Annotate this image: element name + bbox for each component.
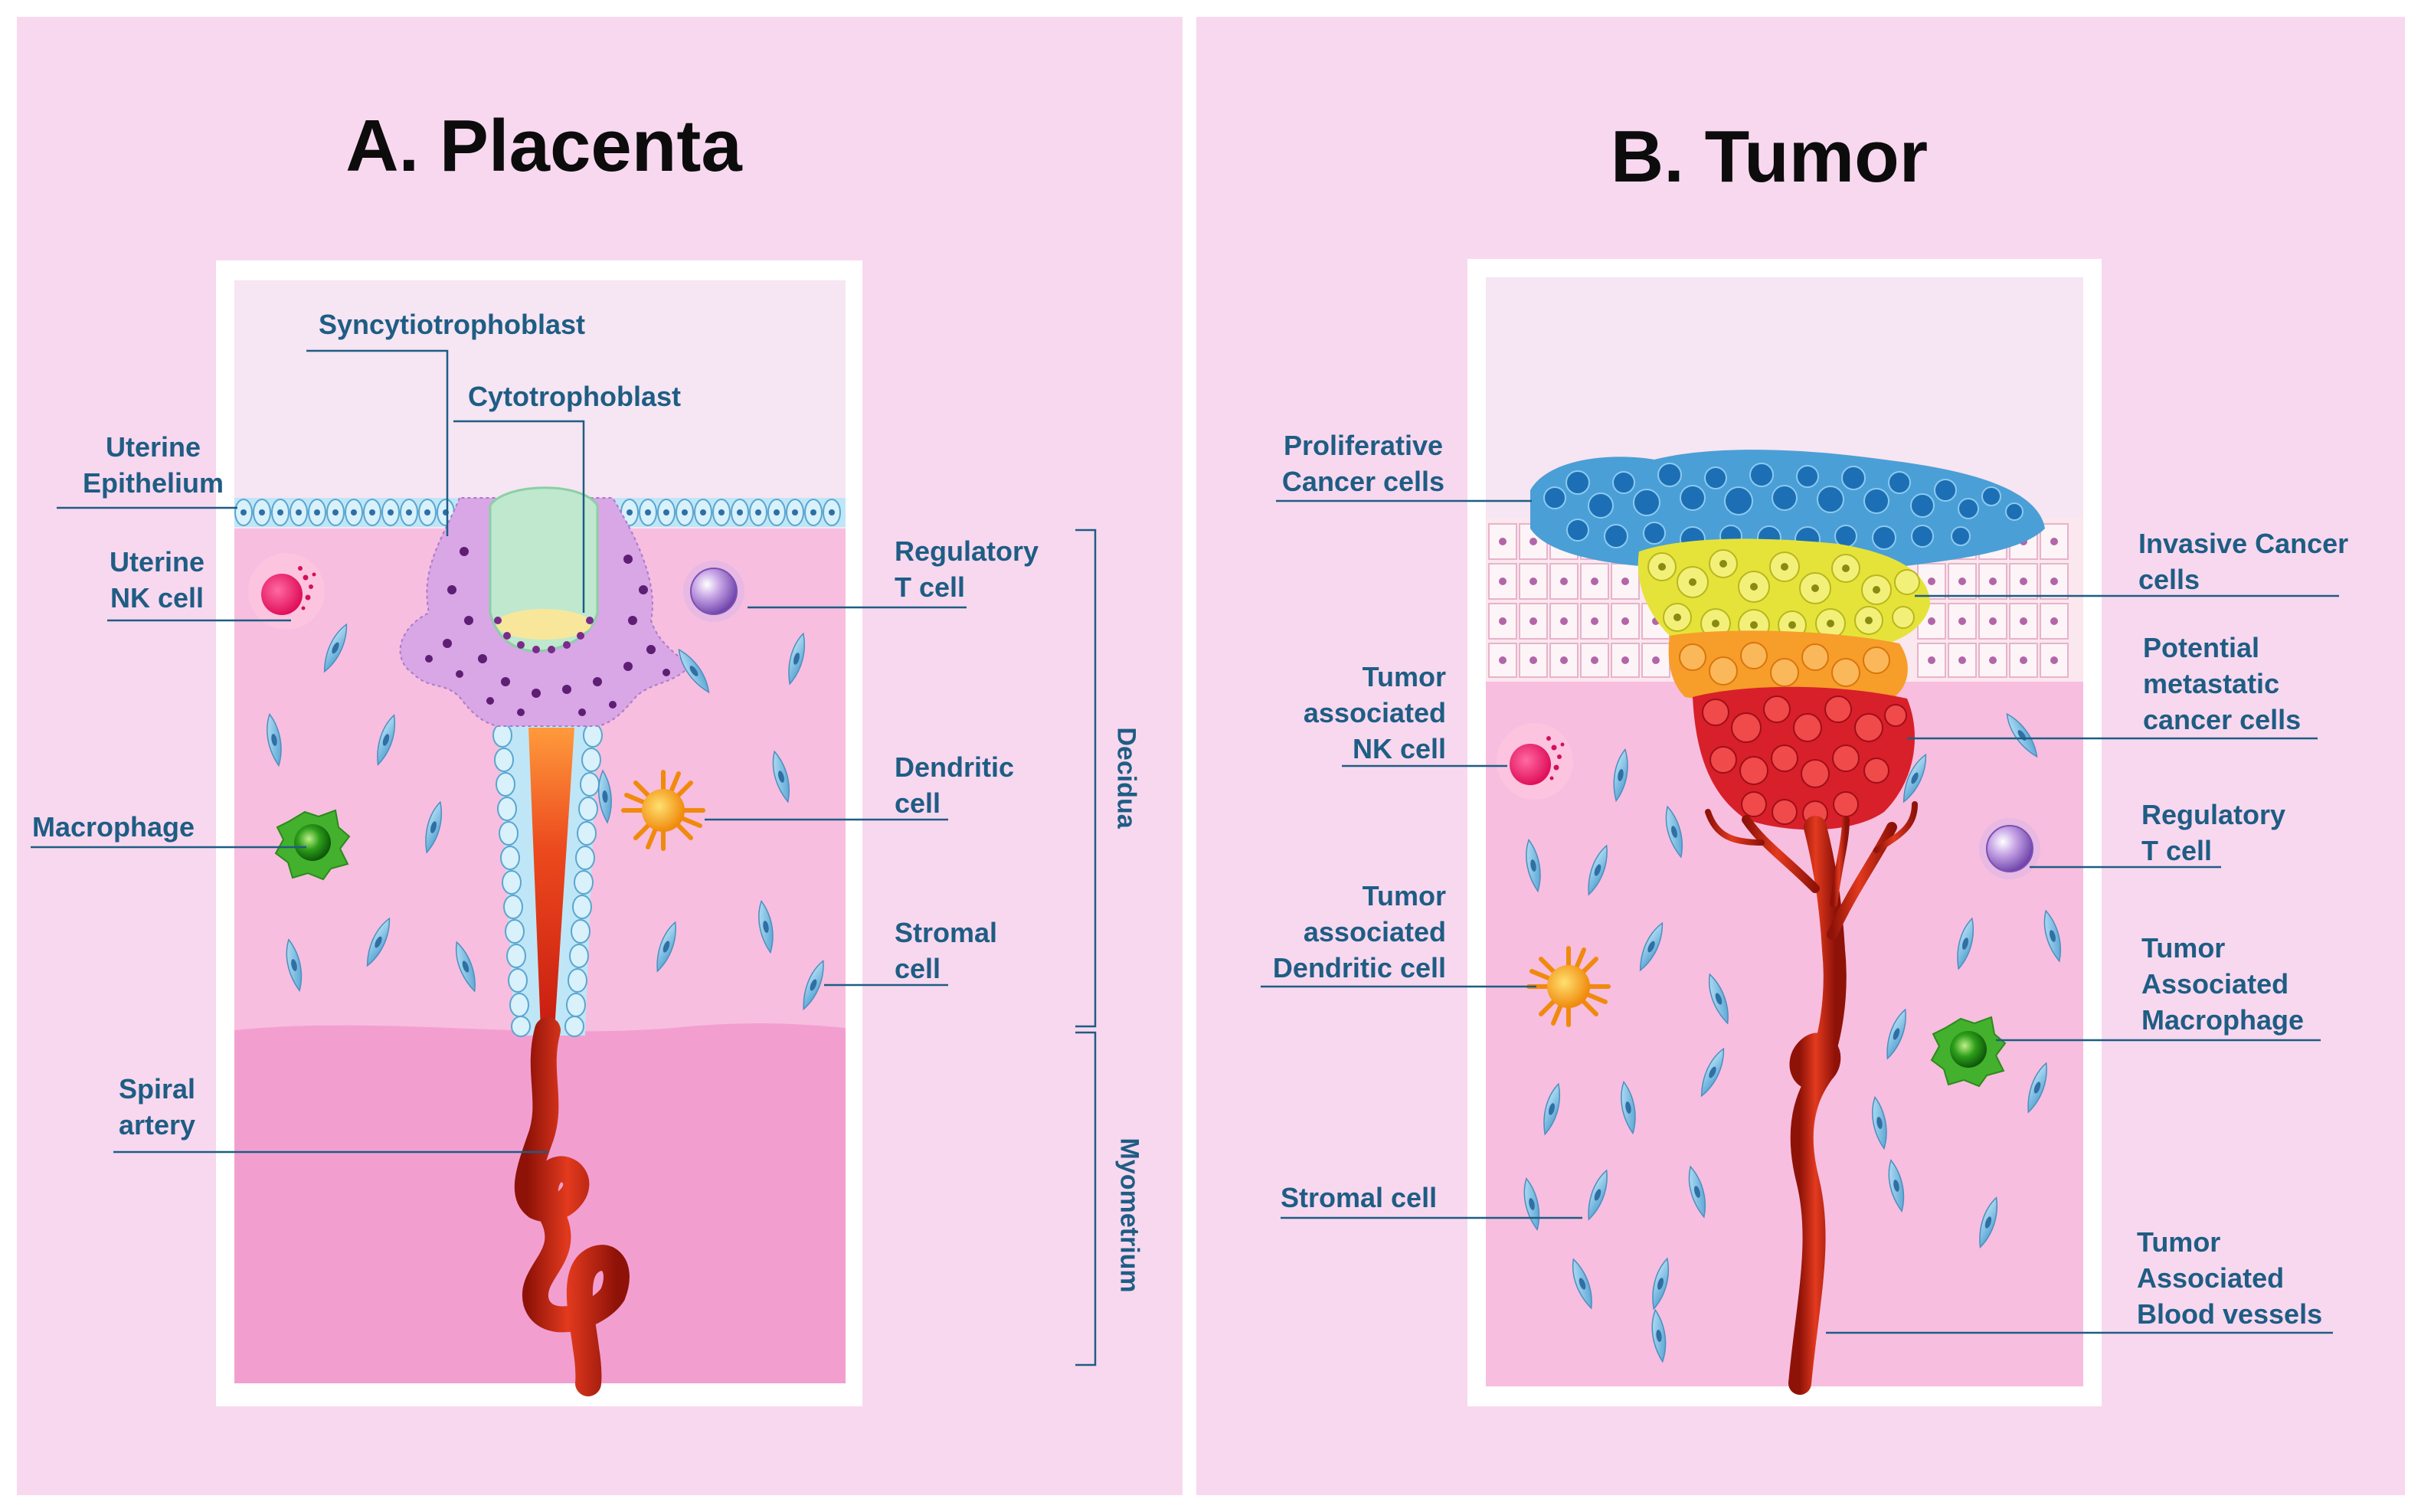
label-tumor-treg-line2: T cell [2141,835,2213,866]
tumor-illustration [1486,277,2083,1395]
placenta-illustration [234,280,846,1396]
label-uterine-nk-line2: NK cell [110,582,204,614]
title-placenta: A. Placenta [345,105,742,187]
tumor-blood-vessels [1705,801,1918,1395]
label-spiral-artery-line2: artery [118,1109,196,1141]
label-blood-vessels-line2: Associated [2137,1262,2285,1294]
tumor-regulatory-t-cell [1978,817,2041,880]
uterine-nk-cell [248,553,325,630]
label-regulatory-t-cell-line1: Regulatory [895,535,1039,567]
label-metastatic-line1: Potential [2143,632,2260,663]
label-tumor-macrophage-line2: Associated [2141,968,2289,1000]
label-decidua: Decidua [1111,727,1141,829]
trophoblast-column [492,720,603,1037]
label-metastatic-line3: cancer cells [2143,704,2302,735]
label-tumor-dendritic-line1: Tumor [1362,880,1446,911]
label-dendritic-cell-line1: Dendritic [895,751,1015,783]
orange-cancer-band [1668,630,1908,704]
label-dendritic-cell-line2: cell [895,787,941,819]
label-blood-vessels-line3: Blood vessels [2137,1298,2323,1330]
tumor-nk-cell [1497,723,1573,800]
cytotrophoblast [489,486,599,653]
spiral-artery [514,1017,630,1396]
label-tumor-nk-line3: NK cell [1352,733,1446,764]
label-stromal-cell-line1: Stromal [895,917,998,948]
label-stromal-cell-line2: cell [895,953,941,984]
label-tumor-macrophage-line3: Macrophage [2141,1004,2305,1036]
label-macrophage: Macrophage [32,811,195,843]
label-invasive-line1: Invasive Cancer [2138,528,2349,559]
label-tumor-dendritic-line3: Dendritic cell [1272,952,1446,983]
title-tumor: B. Tumor [1610,116,1929,198]
label-tumor-macrophage-line1: Tumor [2141,932,2226,964]
label-syncytiotrophoblast: Syncytiotrophoblast [318,309,586,340]
placenta-leader-lines [31,349,1097,1366]
tumor-dendritic-cell [1529,948,1608,1025]
label-invasive-line2: cells [2138,564,2200,595]
metastatic-cancer-cluster [1693,686,1915,830]
label-tumor-nk-line2: associated [1303,697,1446,728]
label-blood-vessels-line1: Tumor [2137,1226,2221,1258]
label-uterine-epithelium-line2: Epithelium [82,467,224,499]
invasive-cancer-cluster [1637,538,1930,654]
label-uterine-nk-line1: Uterine [109,546,205,578]
label-proliferative-line1: Proliferative [1283,430,1444,461]
label-spiral-artery-line1: Spiral [118,1073,196,1105]
label-uterine-epithelium-line1: Uterine [105,431,201,463]
label-tumor-stromal-cell: Stromal cell [1281,1182,1438,1213]
dendritic-cell [623,772,703,849]
label-regulatory-t-cell-line2: T cell [895,571,966,603]
label-myometrium: Myometrium [1114,1137,1144,1293]
label-tumor-treg-line1: Regulatory [2141,799,2286,830]
label-metastatic-line2: metastatic [2143,668,2280,699]
label-proliferative-line2: Cancer cells [1281,466,1445,497]
label-tumor-nk-line1: Tumor [1362,661,1446,692]
tumor-leader-lines [1261,499,2339,1334]
regulatory-t-cell [682,560,745,623]
label-tumor-dendritic-line2: associated [1303,916,1446,947]
label-cytotrophoblast: Cytotrophoblast [468,381,681,412]
